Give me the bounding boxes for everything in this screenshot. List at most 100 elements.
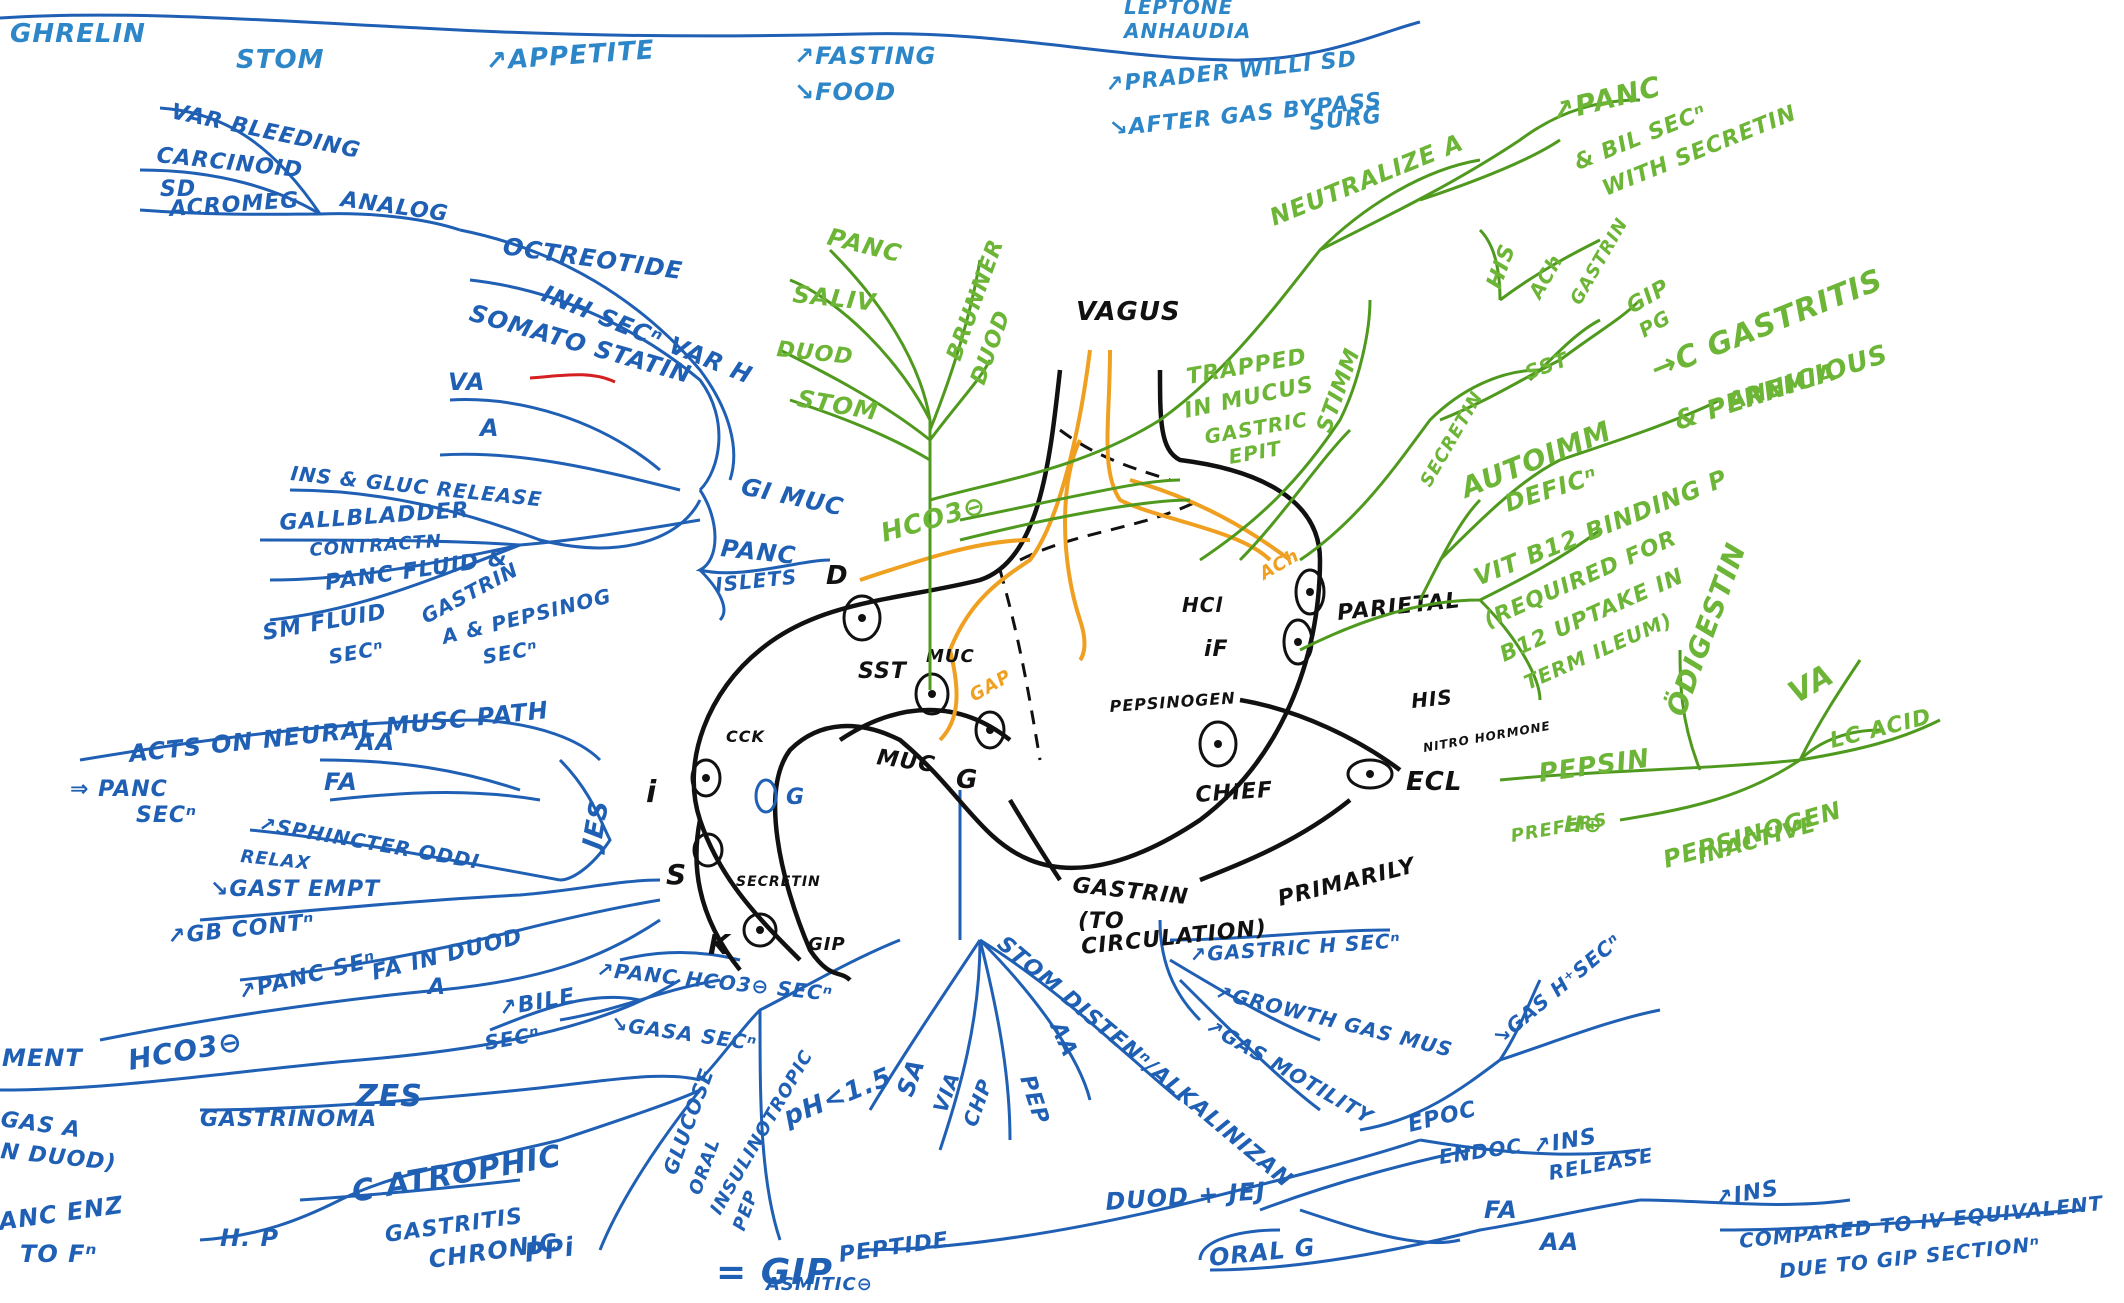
pep-label: PEP <box>1014 1072 1053 1128</box>
cck-label: CCK <box>726 727 765 746</box>
in-duod-label: N DUOD) <box>0 1139 118 1176</box>
relax-label: RELAX <box>239 846 311 874</box>
gastrinoma-label: GASTRINOMA <box>200 1107 377 1132</box>
panc-secn-label: ⇒ PANC <box>70 777 168 802</box>
gastrin-branch-lines <box>859 919 2081 1272</box>
sst-green-label: SST <box>1522 347 1573 385</box>
analog-label: ANALOG <box>337 187 450 227</box>
gallbladder-label: GALLBLADDER <box>279 498 471 536</box>
via-label: VIA <box>928 1069 965 1116</box>
a-label: A <box>478 414 500 442</box>
hcl-label: HCl <box>1182 593 1223 617</box>
jes-label: JES <box>576 798 615 857</box>
stimm-label: STIMM <box>1312 345 1366 436</box>
va-label: VA <box>448 368 486 396</box>
gasa-secn-label: ↘GASA SECⁿ <box>609 1011 758 1055</box>
stom-label: STOM <box>236 45 324 75</box>
anemia-label: ANEMIA <box>1722 358 1840 416</box>
gi-muc-label: GI MUC <box>739 472 847 521</box>
anhedonia-label: ANHAUDIA <box>1122 19 1251 43</box>
gastrin-green-label: GASTRIN <box>1566 214 1632 308</box>
ghrelin-label: GHRELIN <box>10 19 146 49</box>
duod-jej-label: DUOD + JEJ <box>1104 1177 1266 1216</box>
ins-2-label: ↗INS <box>1713 1176 1781 1212</box>
g-label: G <box>956 765 978 795</box>
leptin-label: LEPTONE <box>1124 0 1233 19</box>
i-cell-label: i <box>646 775 657 810</box>
muc-label: MUC <box>875 745 937 778</box>
chief-label: CHIEF <box>1195 778 1274 808</box>
to-circulation-label: (TO <box>1078 909 1125 934</box>
ach-green-label: ACh <box>1523 250 1568 304</box>
gastrin-label: GASTRIN <box>1071 873 1189 910</box>
aa-gastrin-label: AA <box>1538 1228 1579 1256</box>
ach-a-label: A <box>426 975 446 1000</box>
top-branch-lines <box>0 13 1421 62</box>
if-label: iF <box>1204 637 1229 662</box>
gast-empt-label: ↘GAST EMPT <box>210 877 381 902</box>
bile-secn-label: SECⁿ <box>483 1022 542 1055</box>
green-panc-label: PANC <box>825 223 905 268</box>
gap-label: GAP <box>966 666 1015 707</box>
secretin-label: SECRETIN <box>736 874 821 890</box>
gas-a-label: GAS A <box>0 1107 82 1143</box>
pepsinog-secn-label: SECⁿ <box>481 636 540 669</box>
acts-on-neural-path-label: ACTS ON NEURAL MUSC PATH <box>126 696 550 768</box>
food-label: ↘FOOD <box>794 78 896 106</box>
panc-enz-label: ANC ENZ <box>0 1191 125 1236</box>
nitro-hormone-label: NITRO HORMONE <box>1422 719 1552 755</box>
gas-h-secn-label: ↘GAS H⁺SECⁿ <box>1488 928 1626 1049</box>
islets-label: ISLETS <box>714 565 798 597</box>
hp-label: H. P <box>220 1224 279 1252</box>
gastric-inh-label: ASMITIC⊖ <box>764 1274 873 1295</box>
sm-secn-label: SECⁿ <box>327 636 386 669</box>
gip-cell-label: GIP <box>808 934 846 955</box>
fa-gastrin-label: FA <box>1484 1196 1518 1224</box>
c-atrophic-label: C ATROPHIC <box>349 1139 564 1210</box>
somatostatin-branch-lines <box>139 106 831 622</box>
octreotide-label: OCTREOTIDE <box>501 232 684 285</box>
appetite-label: ↗APPETITE <box>484 35 655 77</box>
saliv-label: SALIV <box>791 280 879 317</box>
h-plus-label: H⊕ <box>1564 813 1603 838</box>
sd-label: SD <box>160 177 196 202</box>
stomach-cells <box>690 568 1394 948</box>
green-duod-label: DUOD <box>775 337 854 370</box>
muc-small-label: MUC <box>926 646 975 667</box>
panc-sec-label: ↗PANC SEⁿ <box>235 947 379 1006</box>
pepsin-label: PEPSIN <box>1537 744 1652 789</box>
ach-secn-label: SECⁿ <box>136 803 197 828</box>
s-cell-label: S <box>666 858 687 891</box>
vagus-label: VAGUS <box>1076 297 1181 327</box>
parietal-label: PARIETAL <box>1336 588 1462 626</box>
lc-acid-label: LC ACID <box>1827 704 1934 753</box>
his-green-label: HIS <box>1482 241 1521 292</box>
panc-label: PANC <box>719 534 797 570</box>
bile-label: ↗BILE <box>497 984 578 1022</box>
sa-label: SA <box>891 1055 930 1100</box>
fa-in-duod-label: FA IN DUOD <box>369 924 525 986</box>
pepsinogen-label: PEPSINOGEN <box>1109 688 1236 716</box>
green-branch-lines <box>779 98 1941 822</box>
primarily-label: PRIMARILY <box>1275 853 1419 912</box>
ment-label: MENT <box>2 1044 83 1072</box>
ecl-label: ECL <box>1406 767 1462 797</box>
aa-label: AA <box>354 728 395 756</box>
his-label: HIS <box>1410 685 1454 713</box>
ppi-label: PPi <box>523 1232 577 1269</box>
zes-label: ZES <box>355 1079 423 1114</box>
neutralize-a-label: NEUTRALIZE A <box>1266 128 1468 231</box>
bottom-left-lines <box>199 790 1181 1251</box>
d-cell-label: D <box>826 561 849 591</box>
fa-label: FA <box>324 768 358 796</box>
gip-label: = GIP <box>716 1252 833 1293</box>
cck-branch-lines <box>0 718 741 1092</box>
panc-2-label: ↗PANC <box>1548 70 1665 129</box>
chp-label: CHP <box>958 1075 997 1129</box>
green-stom-label: STOM <box>795 384 881 426</box>
epoc-label: EPOC <box>1405 1097 1479 1138</box>
endoc-label: ENDOC <box>1437 1134 1523 1169</box>
sst-label: SST <box>858 659 908 684</box>
fasting-label: ↗FASTING <box>794 42 936 70</box>
